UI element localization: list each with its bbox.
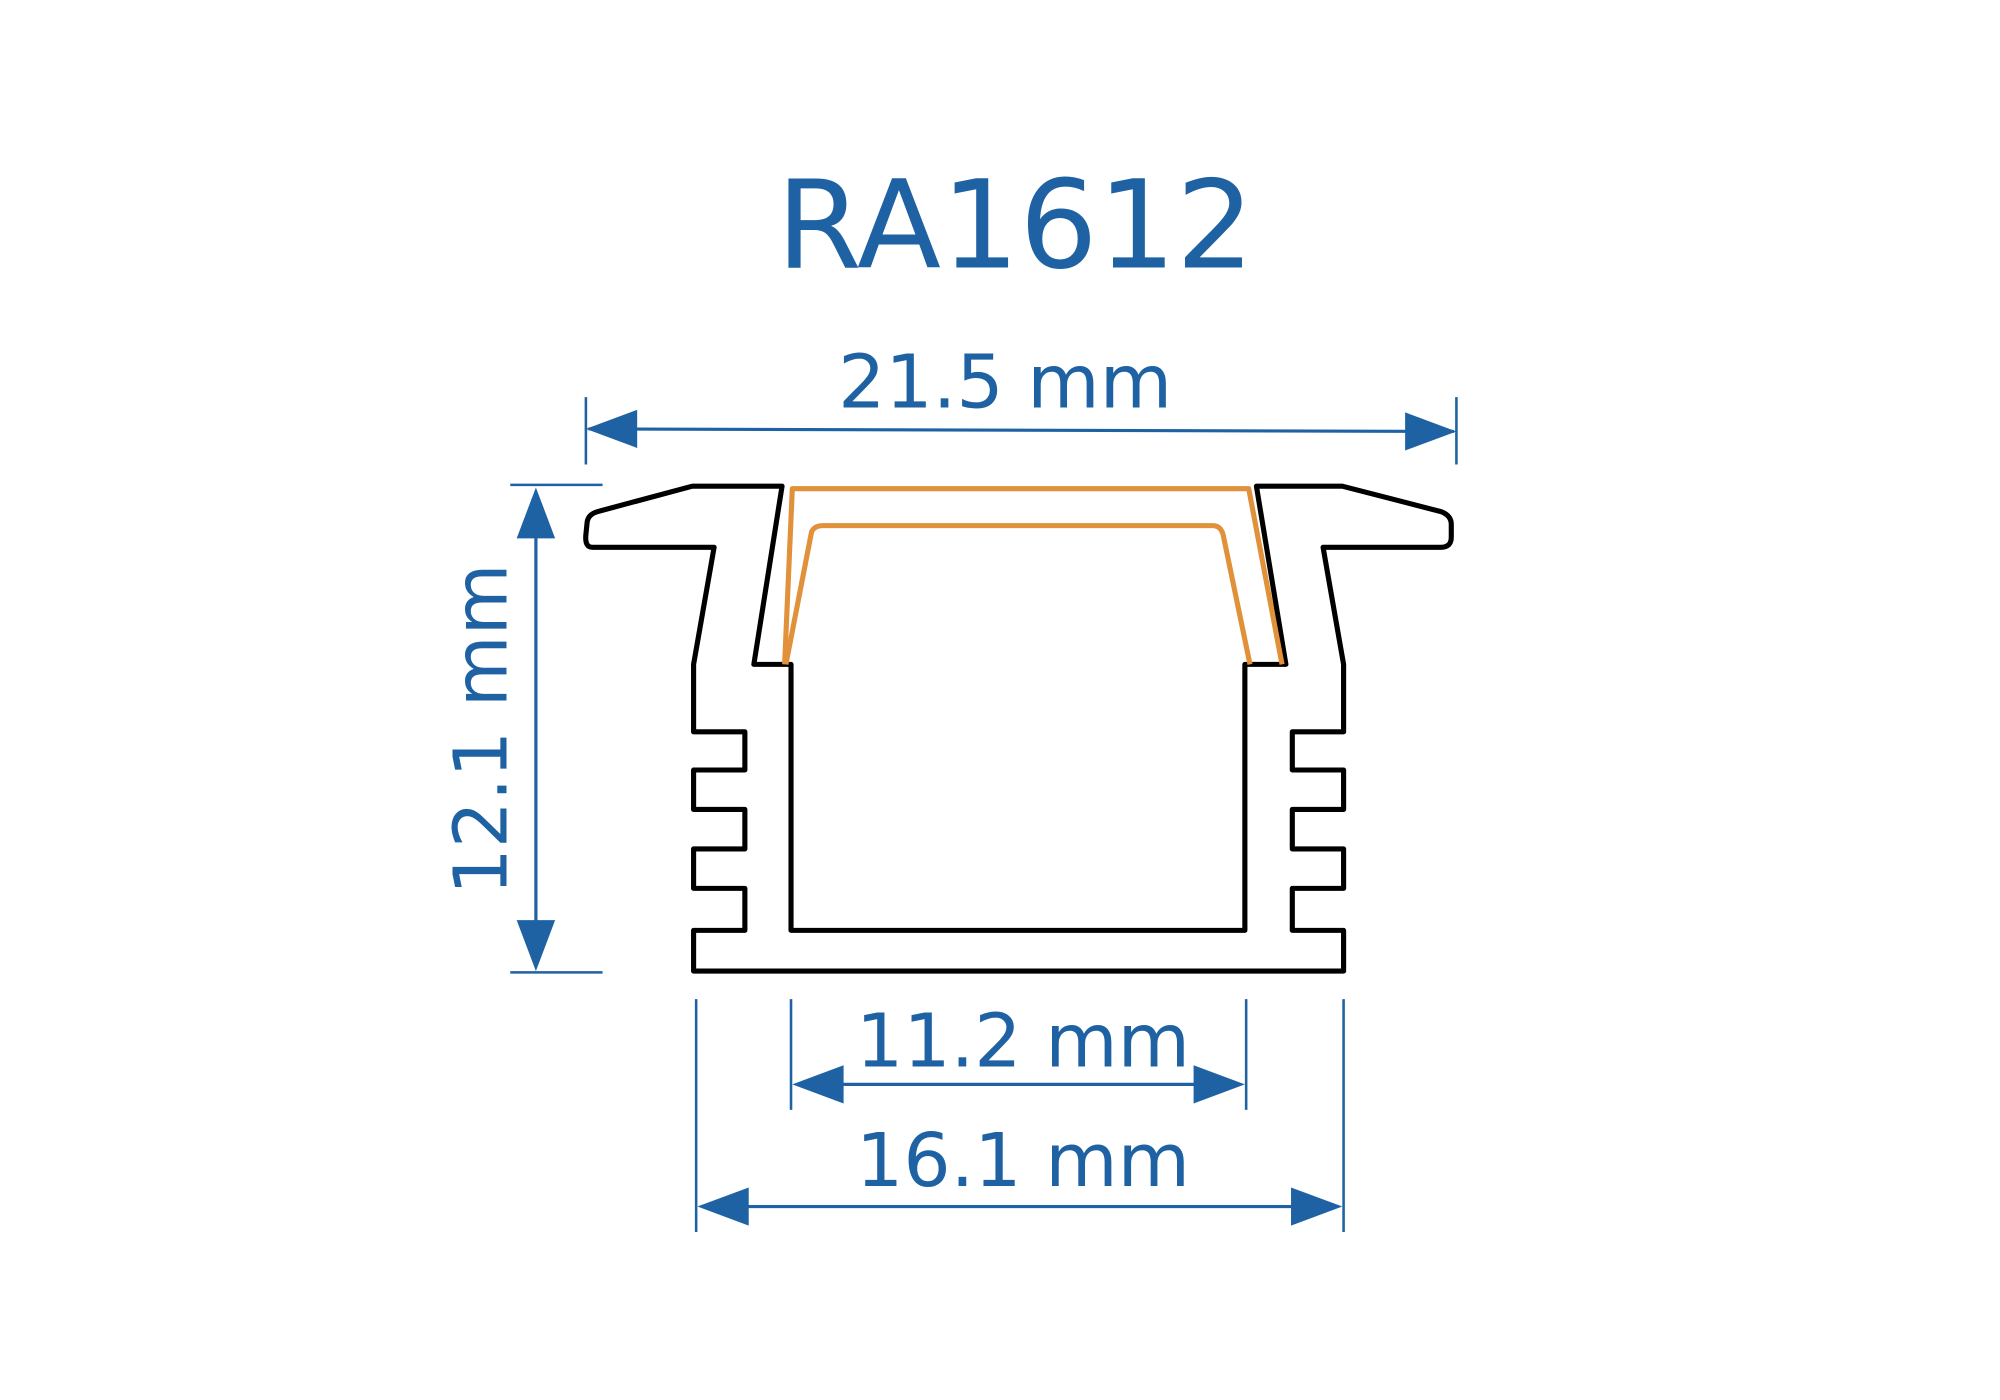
overall-width-dimension	[584, 397, 1458, 465]
body-width-dimension	[694, 999, 1345, 1232]
arrowheads-body	[697, 1187, 1343, 1226]
inner-width-label: 11.2 mm	[856, 999, 1190, 1085]
product-title: RA1612	[776, 154, 1254, 296]
height-label: 12.1 mm	[438, 563, 524, 895]
overall-width-label: 21.5 mm	[838, 340, 1172, 426]
diffuser-outer	[782, 486, 1285, 665]
arrowheads-height	[516, 487, 556, 972]
arrowheads-inner	[792, 1065, 1245, 1104]
aluminium-profile-outline	[583, 483, 1454, 974]
height-dimension	[510, 483, 603, 974]
inner-width-dimension	[789, 999, 1248, 1110]
arrowheads-width	[585, 409, 1457, 451]
body-width-label: 16.1 mm	[856, 1118, 1190, 1204]
diffuser-inner	[783, 523, 1253, 665]
